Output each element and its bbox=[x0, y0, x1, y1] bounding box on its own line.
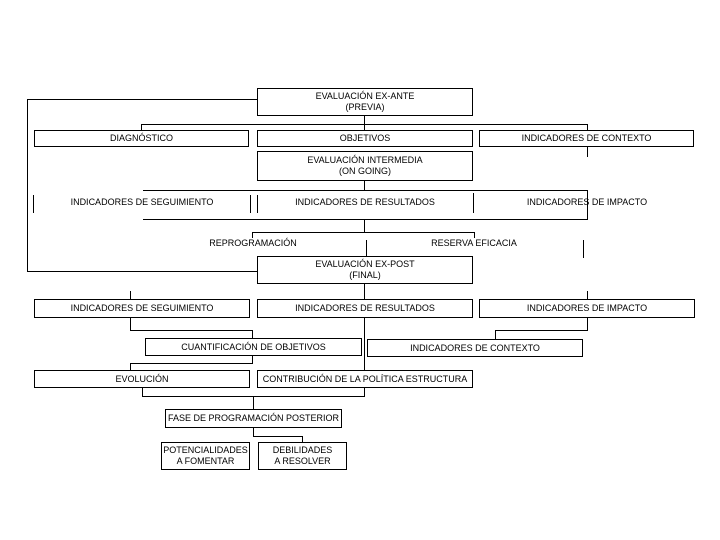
node-indicadores-contexto-superior-label: INDICADORES DE CONTEXTO bbox=[521, 133, 652, 143]
node-contribucion-politica: CONTRIBUCIÓN DE LA POLÍTICA ESTRUCTURA bbox=[257, 370, 473, 388]
node-cuantificacion-objetivos: CUANTIFICACIÓN DE OBJETIVOS bbox=[145, 338, 362, 356]
connector-imp2-down bbox=[587, 318, 588, 331]
connector-row1-tick-c bbox=[473, 193, 474, 213]
connector-reprog-right-stub bbox=[474, 232, 475, 238]
connector-row1-top bbox=[143, 190, 588, 191]
connector-branch-left-drop bbox=[141, 124, 142, 130]
connector-contrib-down bbox=[364, 388, 365, 396]
node-fase-programacion-posterior: FASE DE PROGRAMACIÓN POSTERIOR bbox=[165, 409, 342, 428]
node-evaluacion-ex-ante: EVALUACIÓN EX-ANTE (PREVIA) bbox=[257, 88, 473, 116]
connector-row1-right-edge bbox=[587, 190, 588, 220]
connector-seg2-cuant-elbow bbox=[130, 330, 253, 331]
connector-row1-tick-b bbox=[257, 195, 258, 213]
connector-exante-drop bbox=[364, 116, 365, 130]
node-evaluacion-ex-ante-line1: EVALUACIÓN EX-ANTE bbox=[315, 91, 415, 101]
node-potencialidades: POTENCIALIDADES A FOMENTAR bbox=[161, 442, 250, 470]
connector-reserva-mid-tick bbox=[366, 240, 367, 256]
connector-cuant-out bbox=[252, 356, 253, 364]
connector-cuant-evol-elbow bbox=[130, 363, 253, 364]
label-indicadores-impacto-1: INDICADORES DE IMPACTO bbox=[526, 197, 648, 207]
node-indicadores-contexto-inferior: INDICADORES DE CONTEXTO bbox=[367, 339, 583, 357]
node-evaluacion-intermedia-line2: (ON GOING) bbox=[339, 166, 391, 176]
node-diagnostico: DIAGNÓSTICO bbox=[34, 130, 249, 147]
connector-res2-contrib bbox=[364, 318, 365, 370]
connector-evol-in bbox=[130, 363, 131, 370]
node-evaluacion-ex-post: EVALUACIÓN EX-POST (FINAL) bbox=[257, 256, 473, 284]
connector-ctx-in bbox=[495, 330, 496, 339]
node-evaluacion-intermedia-line1: EVALUACIÓN INTERMEDIA bbox=[307, 155, 423, 165]
node-objetivos-label: OBJETIVOS bbox=[339, 133, 391, 143]
node-evaluacion-ex-post-line2: (FINAL) bbox=[349, 270, 381, 280]
label-reserva-eficacia: RESERVA EFICACIA bbox=[431, 238, 517, 248]
connector-row1-tick-a bbox=[250, 195, 251, 213]
node-indicadores-impacto-2-label: INDICADORES DE IMPACTO bbox=[526, 303, 648, 313]
node-diagnostico-label: DIAGNÓSTICO bbox=[109, 133, 173, 143]
connector-reprog-left-stub bbox=[252, 232, 253, 238]
label-indicadores-seguimiento-1: INDICADORES DE SEGUIMIENTO bbox=[70, 197, 214, 207]
node-cuantificacion-objetivos-label: CUANTIFICACIÓN DE OBJETIVOS bbox=[181, 341, 326, 352]
node-indicadores-impacto-2: INDICADORES DE IMPACTO bbox=[479, 299, 695, 318]
connector-expost-drop bbox=[364, 284, 365, 299]
node-potencialidades-line1: POTENCIALIDADES bbox=[163, 445, 248, 455]
node-indicadores-seguimiento-2-label: INDICADORES DE SEGUIMIENTO bbox=[70, 303, 214, 313]
node-evaluacion-ex-ante-line2: (PREVIA) bbox=[345, 102, 385, 112]
label-reprogramacion: REPROGRAMACIÓN bbox=[209, 238, 297, 248]
node-indicadores-resultados-2: INDICADORES DE RESULTADOS bbox=[257, 299, 473, 318]
node-potencialidades-line2: A FOMENTAR bbox=[176, 456, 235, 466]
node-evaluacion-intermedia: EVALUACIÓN INTERMEDIA (ON GOING) bbox=[257, 151, 473, 181]
connector-row1-drop bbox=[364, 219, 365, 232]
connector-feedback-bottom bbox=[27, 271, 257, 272]
node-evaluacion-ex-post-line1: EVALUACIÓN EX-POST bbox=[315, 259, 415, 269]
label-indicadores-resultados-1: INDICADORES DE RESULTADOS bbox=[295, 197, 435, 207]
node-debilidades: DEBILIDADES A RESOLVER bbox=[258, 442, 347, 470]
connector-contexto-stub bbox=[587, 147, 588, 157]
connector-row1-bottom bbox=[143, 219, 588, 220]
connector-fase-deb-elbow bbox=[253, 436, 303, 437]
node-debilidades-line2: A RESOLVER bbox=[274, 456, 331, 466]
connector-seg2-up-tick bbox=[130, 291, 131, 299]
node-indicadores-resultados-2-label: INDICADORES DE RESULTADOS bbox=[295, 303, 435, 313]
node-contribucion-politica-label: CONTRIBUCIÓN DE LA POLÍTICA ESTRUCTURA bbox=[262, 373, 468, 384]
node-indicadores-seguimiento-2: INDICADORES DE SEGUIMIENTO bbox=[34, 299, 250, 318]
connector-feedback-left bbox=[27, 99, 28, 272]
connector-deb-in bbox=[302, 436, 303, 442]
node-debilidades-line1: DEBILIDADES bbox=[272, 445, 333, 455]
node-evolucion-label: EVOLUCIÓN bbox=[115, 373, 169, 384]
connector-fase-in bbox=[253, 396, 254, 409]
connector-evol-down bbox=[142, 388, 143, 396]
connector-feedback-top bbox=[27, 99, 257, 100]
node-objetivos: OBJETIVOS bbox=[257, 130, 473, 147]
connector-imp2-ctx-elbow bbox=[495, 330, 588, 331]
node-indicadores-contexto-inferior-label: INDICADORES DE CONTEXTO bbox=[410, 342, 540, 353]
connector-seg2-down bbox=[130, 318, 131, 331]
connector-reserva-right-tick bbox=[583, 240, 584, 258]
connector-branch-right-drop bbox=[587, 124, 588, 130]
node-evolucion: EVOLUCIÓN bbox=[34, 370, 250, 388]
connector-cuant-in bbox=[252, 330, 253, 338]
connector-row1-outer-tick bbox=[33, 195, 34, 213]
node-fase-programacion-posterior-label: FASE DE PROGRAMACIÓN POSTERIOR bbox=[167, 413, 340, 423]
connector-reprog-line bbox=[252, 232, 475, 233]
connector-fase-down bbox=[253, 428, 254, 437]
connector-intermedia-drop bbox=[364, 181, 365, 190]
connector-branch-top bbox=[141, 124, 588, 125]
connector-imp2-up-tick bbox=[587, 291, 588, 299]
node-indicadores-contexto-superior: INDICADORES DE CONTEXTO bbox=[479, 130, 694, 147]
